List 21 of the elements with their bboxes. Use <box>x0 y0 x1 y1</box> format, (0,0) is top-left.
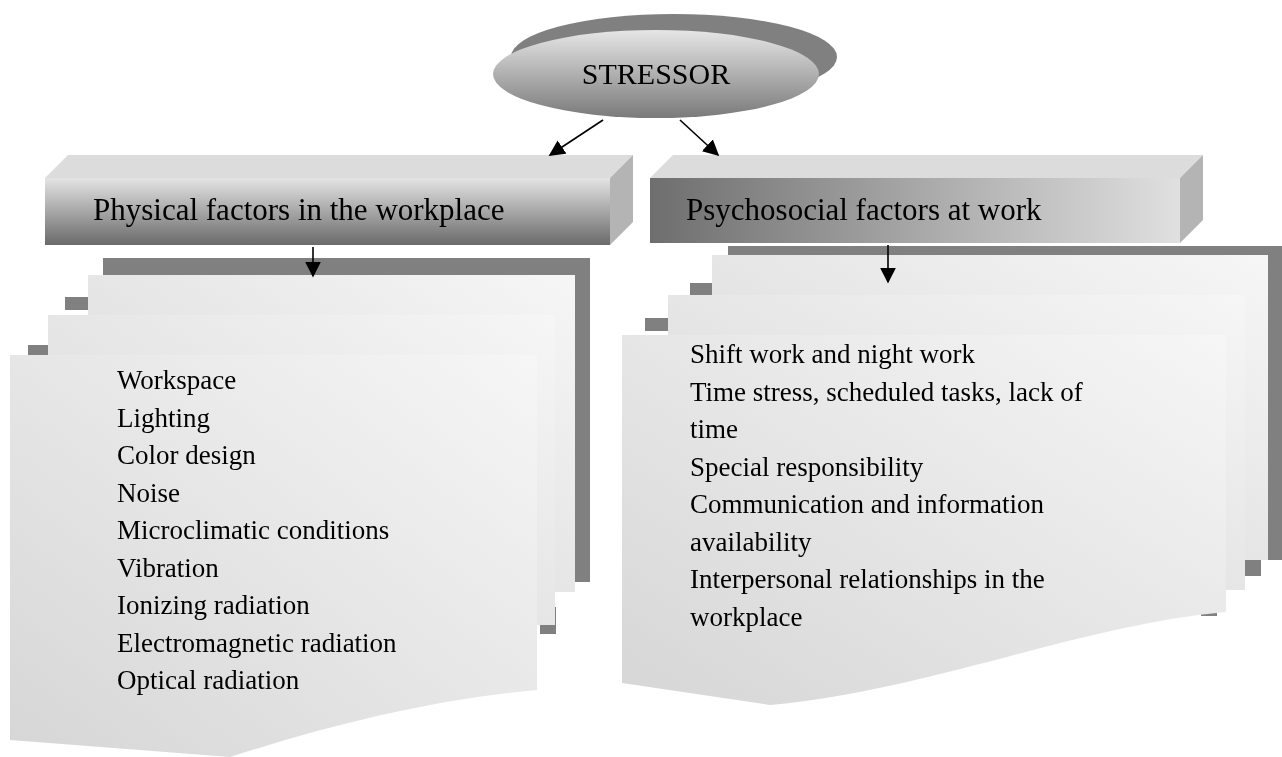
header-label: Psychosocial factors at work <box>686 192 1042 228</box>
list-item: Workspace <box>117 364 237 397</box>
list-item: Lighting <box>117 401 210 435</box>
arrow <box>880 244 896 284</box>
header-label: Physical factors in the workplace <box>93 192 505 228</box>
node-label: STRESSOR <box>580 57 732 91</box>
list-item: Noise <box>117 476 180 510</box>
arrow <box>548 119 604 156</box>
arrow <box>679 119 720 157</box>
list-item: Shift work and night work <box>690 338 975 371</box>
arrow <box>305 246 321 278</box>
list-item: Ionizing radiation <box>117 589 310 622</box>
list-item: Time stress, scheduled tasks, lack of time <box>690 375 1084 446</box>
list-item: Special responsibility <box>690 450 924 484</box>
list-item: Color design <box>117 439 256 472</box>
list-item: Interpersonal relationships in the workplace <box>690 563 1046 634</box>
list-item: Communication and information availability <box>690 488 1045 559</box>
list-item: Vibration <box>117 551 219 585</box>
list-item: Microclimatic conditions <box>117 514 390 547</box>
list-item: Electromagnetic radiation <box>117 626 397 660</box>
list-item: Optical radiation <box>117 664 300 697</box>
